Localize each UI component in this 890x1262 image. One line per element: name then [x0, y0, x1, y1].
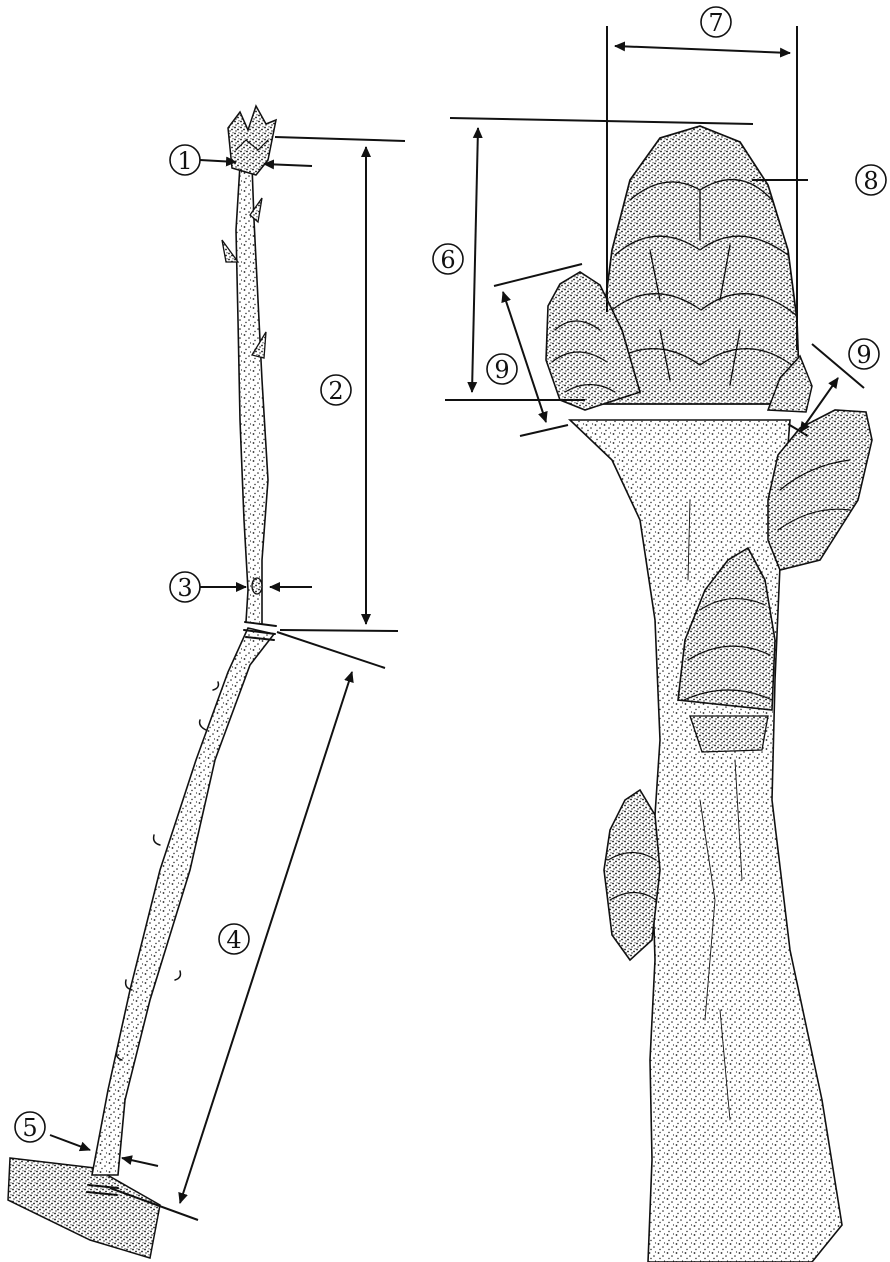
callout-2: 2	[321, 375, 351, 405]
callout-3: 3	[170, 572, 200, 602]
callout-1: 1	[170, 145, 200, 175]
lateral-bud	[252, 578, 262, 594]
bud-closeup-illustration	[546, 126, 872, 1262]
callout-9-right-label: 9	[856, 341, 871, 369]
lateral-bud-lower	[604, 790, 660, 960]
callout-9-right: 9	[849, 339, 879, 369]
callout-8: 8	[856, 165, 886, 195]
callout-9-left: 9	[487, 354, 517, 384]
callout-7: 7	[701, 7, 731, 37]
callout-6-label: 6	[440, 246, 455, 274]
callout-1-label: 1	[177, 147, 192, 175]
callout-6: 6	[433, 244, 463, 274]
callout-4: 4	[219, 924, 249, 954]
callout-4-label: 4	[226, 926, 241, 954]
callout-2-label: 2	[328, 377, 343, 405]
callout-7-label: 7	[708, 9, 723, 37]
callout-5-label: 5	[22, 1114, 37, 1142]
older-stem-segment	[92, 628, 274, 1175]
callout-8-label: 8	[863, 167, 878, 195]
callout-3-label: 3	[177, 574, 192, 602]
parent-branch	[8, 1158, 160, 1258]
current-stem-segment	[236, 165, 268, 624]
callout-9-left-label: 9	[494, 356, 509, 384]
callout-5: 5	[15, 1112, 45, 1142]
twig-illustration	[8, 106, 276, 1258]
